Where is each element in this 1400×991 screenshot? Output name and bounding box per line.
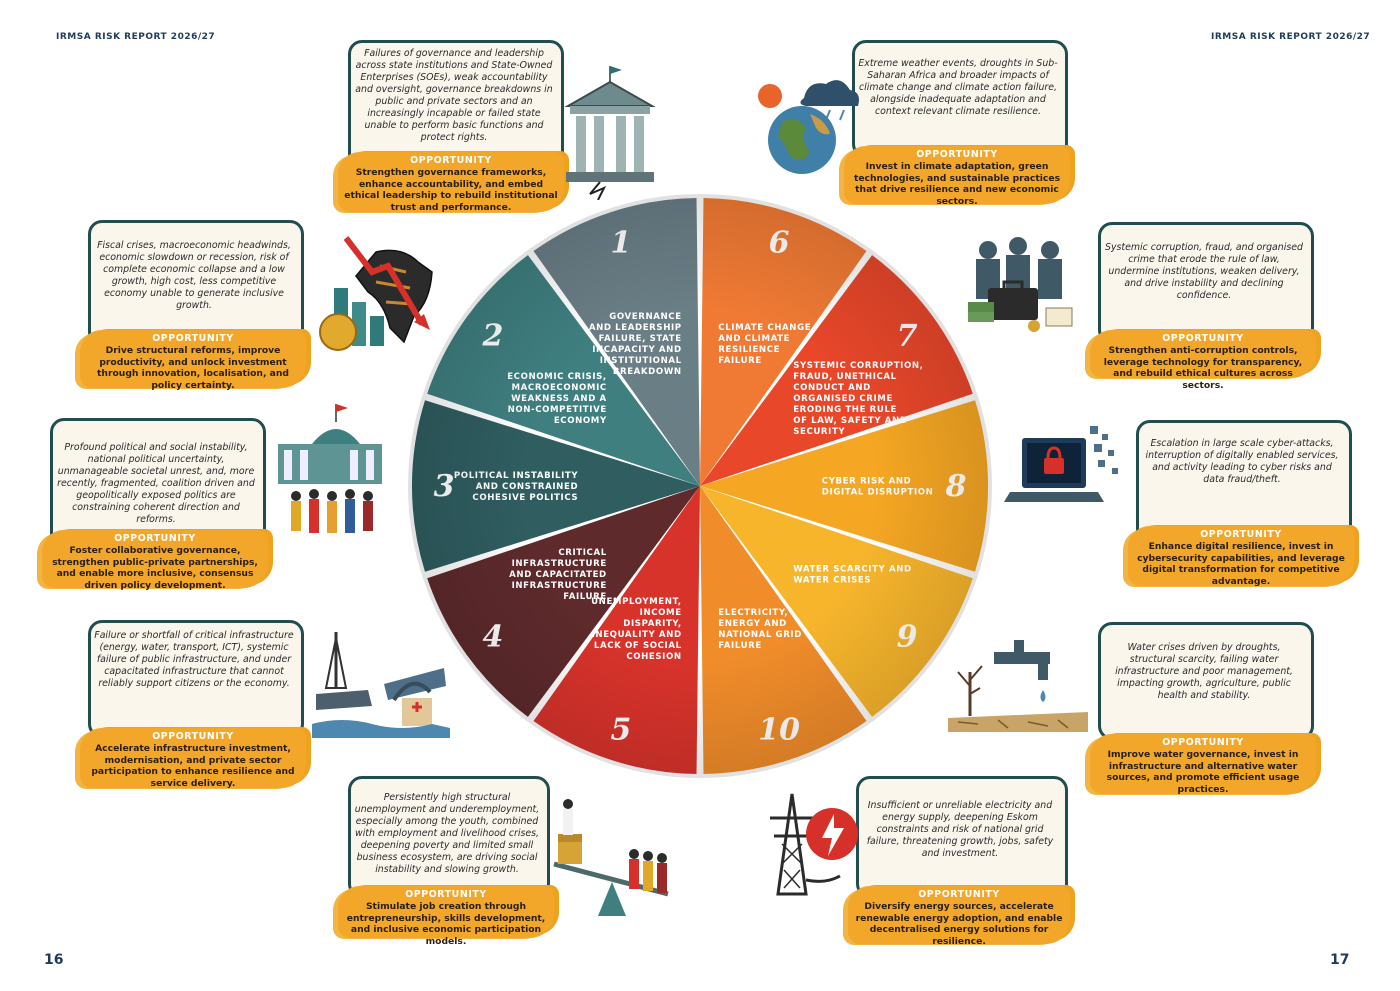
risk-card-10-opportunity-text: Diversify energy sources, accelerate ren… — [855, 901, 1063, 947]
risk-card-9-opportunity: OPPORTUNITY Improve water governance, in… — [1090, 734, 1316, 795]
risk-card-4-opportunity: OPPORTUNITY Accelerate infrastructure in… — [80, 728, 306, 789]
wheel-number-7: 7 — [897, 319, 918, 354]
risk-card-8-opportunity: OPPORTUNITY Enhance digital resilience, … — [1128, 526, 1354, 587]
opportunity-heading: OPPORTUNITY — [405, 889, 487, 900]
report-header-left: IRMSA RISK REPORT 2026/27 — [56, 32, 216, 42]
opportunity-heading: OPPORTUNITY — [1200, 529, 1282, 540]
opportunity-heading: OPPORTUNITY — [152, 333, 234, 344]
risk-card-5-opportunity: OPPORTUNITY Stimulate job creation throu… — [338, 886, 554, 947]
risk-card-7-description: Systemic corruption, fraud, and organise… — [1105, 242, 1303, 301]
risk-card-1-description: Failures of governance and leadership ac… — [355, 48, 553, 143]
risk-card-2-description: Fiscal crises, macroeconomic headwinds, … — [97, 240, 291, 311]
risk-card-5-box — [348, 776, 550, 898]
risk-card-8-opportunity-text: Enhance digital resilience, invest in cy… — [1137, 541, 1345, 587]
risk-card-5-description: Persistently high structural unemploymen… — [354, 792, 540, 875]
risk-card-2-opportunity-text: Drive structural reforms, improve produc… — [97, 345, 289, 391]
risk-card-8-description: Escalation in large scale cyber-attacks,… — [1145, 438, 1339, 485]
report-header-right: IRMSA RISK REPORT 2026/27 — [1211, 32, 1371, 42]
opportunity-heading: OPPORTUNITY — [918, 889, 1000, 900]
wheel-number-1: 1 — [610, 226, 631, 261]
collapsing-government-building-icon — [564, 66, 656, 200]
wheel-number-8: 8 — [945, 469, 967, 504]
opportunity-heading: OPPORTUNITY — [916, 149, 998, 160]
corruption-money-briefcase-icon — [968, 237, 1073, 332]
risk-card-3-opportunity: OPPORTUNITY Foster collaborative governa… — [42, 530, 268, 591]
opportunity-heading: OPPORTUNITY — [1162, 333, 1244, 344]
risk-card-4-description: Failure or shortfall of critical infrast… — [94, 630, 294, 689]
risk-card-2-box — [88, 220, 304, 346]
risk-card-6-opportunity-text: Invest in climate adaptation, green tech… — [853, 161, 1061, 207]
risk-card-10-description: Insufficient or unreliable electricity a… — [866, 800, 1054, 859]
opportunity-heading: OPPORTUNITY — [410, 155, 492, 166]
risk-card-4-box — [88, 620, 304, 738]
wheel-number-3: 3 — [434, 469, 455, 504]
laptop-padlock-icon — [1004, 426, 1118, 502]
risk-card-5-opportunity-text: Stimulate job creation through entrepren… — [346, 901, 546, 947]
risk-card-10-opportunity: OPPORTUNITY Diversify energy sources, ac… — [848, 886, 1070, 947]
wheel-number-10: 10 — [758, 713, 800, 748]
earth-weather-icon — [758, 80, 859, 174]
risk-card-9-box — [1098, 622, 1314, 740]
opportunity-heading: OPPORTUNITY — [152, 731, 234, 742]
risk-card-6-opportunity: OPPORTUNITY Invest in climate adaptation… — [844, 146, 1070, 207]
parliament-crowd-icon — [278, 404, 382, 533]
page-number-right: 17 — [1330, 952, 1350, 968]
risk-card-2-opportunity: OPPORTUNITY Drive structural reforms, im… — [80, 330, 306, 391]
risk-card-9-opportunity-text: Improve water governance, invest in infr… — [1106, 749, 1300, 795]
risk-card-7-box — [1098, 222, 1314, 344]
risk-card-6-description: Extreme weather events, droughts in Sub-… — [858, 58, 1058, 117]
risk-card-4-opportunity-text: Accelerate infrastructure investment, mo… — [91, 743, 295, 789]
opportunity-heading: OPPORTUNITY — [1162, 737, 1244, 748]
dripping-tap-drought-icon — [948, 640, 1088, 732]
inequality-seesaw-icon — [553, 799, 669, 916]
risk-card-1-opportunity-text: Strengthen governance frameworks, enhanc… — [344, 167, 558, 213]
power-pylon-lightning-icon — [770, 793, 858, 896]
wheel-number-4: 4 — [482, 620, 503, 655]
page-number-left: 16 — [44, 952, 64, 968]
opportunity-heading: OPPORTUNITY — [114, 533, 196, 544]
wheel-number-2: 2 — [481, 319, 503, 354]
risk-card-3-opportunity-text: Foster collaborative governance, strengt… — [52, 545, 258, 591]
risk-card-9-description: Water crises driven by droughts, structu… — [1115, 642, 1293, 701]
risk-card-7-opportunity: OPPORTUNITY Strengthen anti-corruption c… — [1090, 330, 1316, 391]
wheel-number-9: 9 — [897, 620, 918, 655]
risk-card-1-opportunity: OPPORTUNITY Strengthen governance framew… — [338, 152, 564, 213]
declining-economy-africa-icon — [319, 236, 433, 351]
wheel-number-6: 6 — [769, 226, 790, 261]
wheel-number-5: 5 — [610, 713, 631, 748]
broken-bridge-icon — [312, 632, 450, 738]
risk-card-7-opportunity-text: Strengthen anti-corruption controls, lev… — [1103, 345, 1303, 391]
risk-card-3-description: Profound political and social instabilit… — [57, 442, 255, 525]
